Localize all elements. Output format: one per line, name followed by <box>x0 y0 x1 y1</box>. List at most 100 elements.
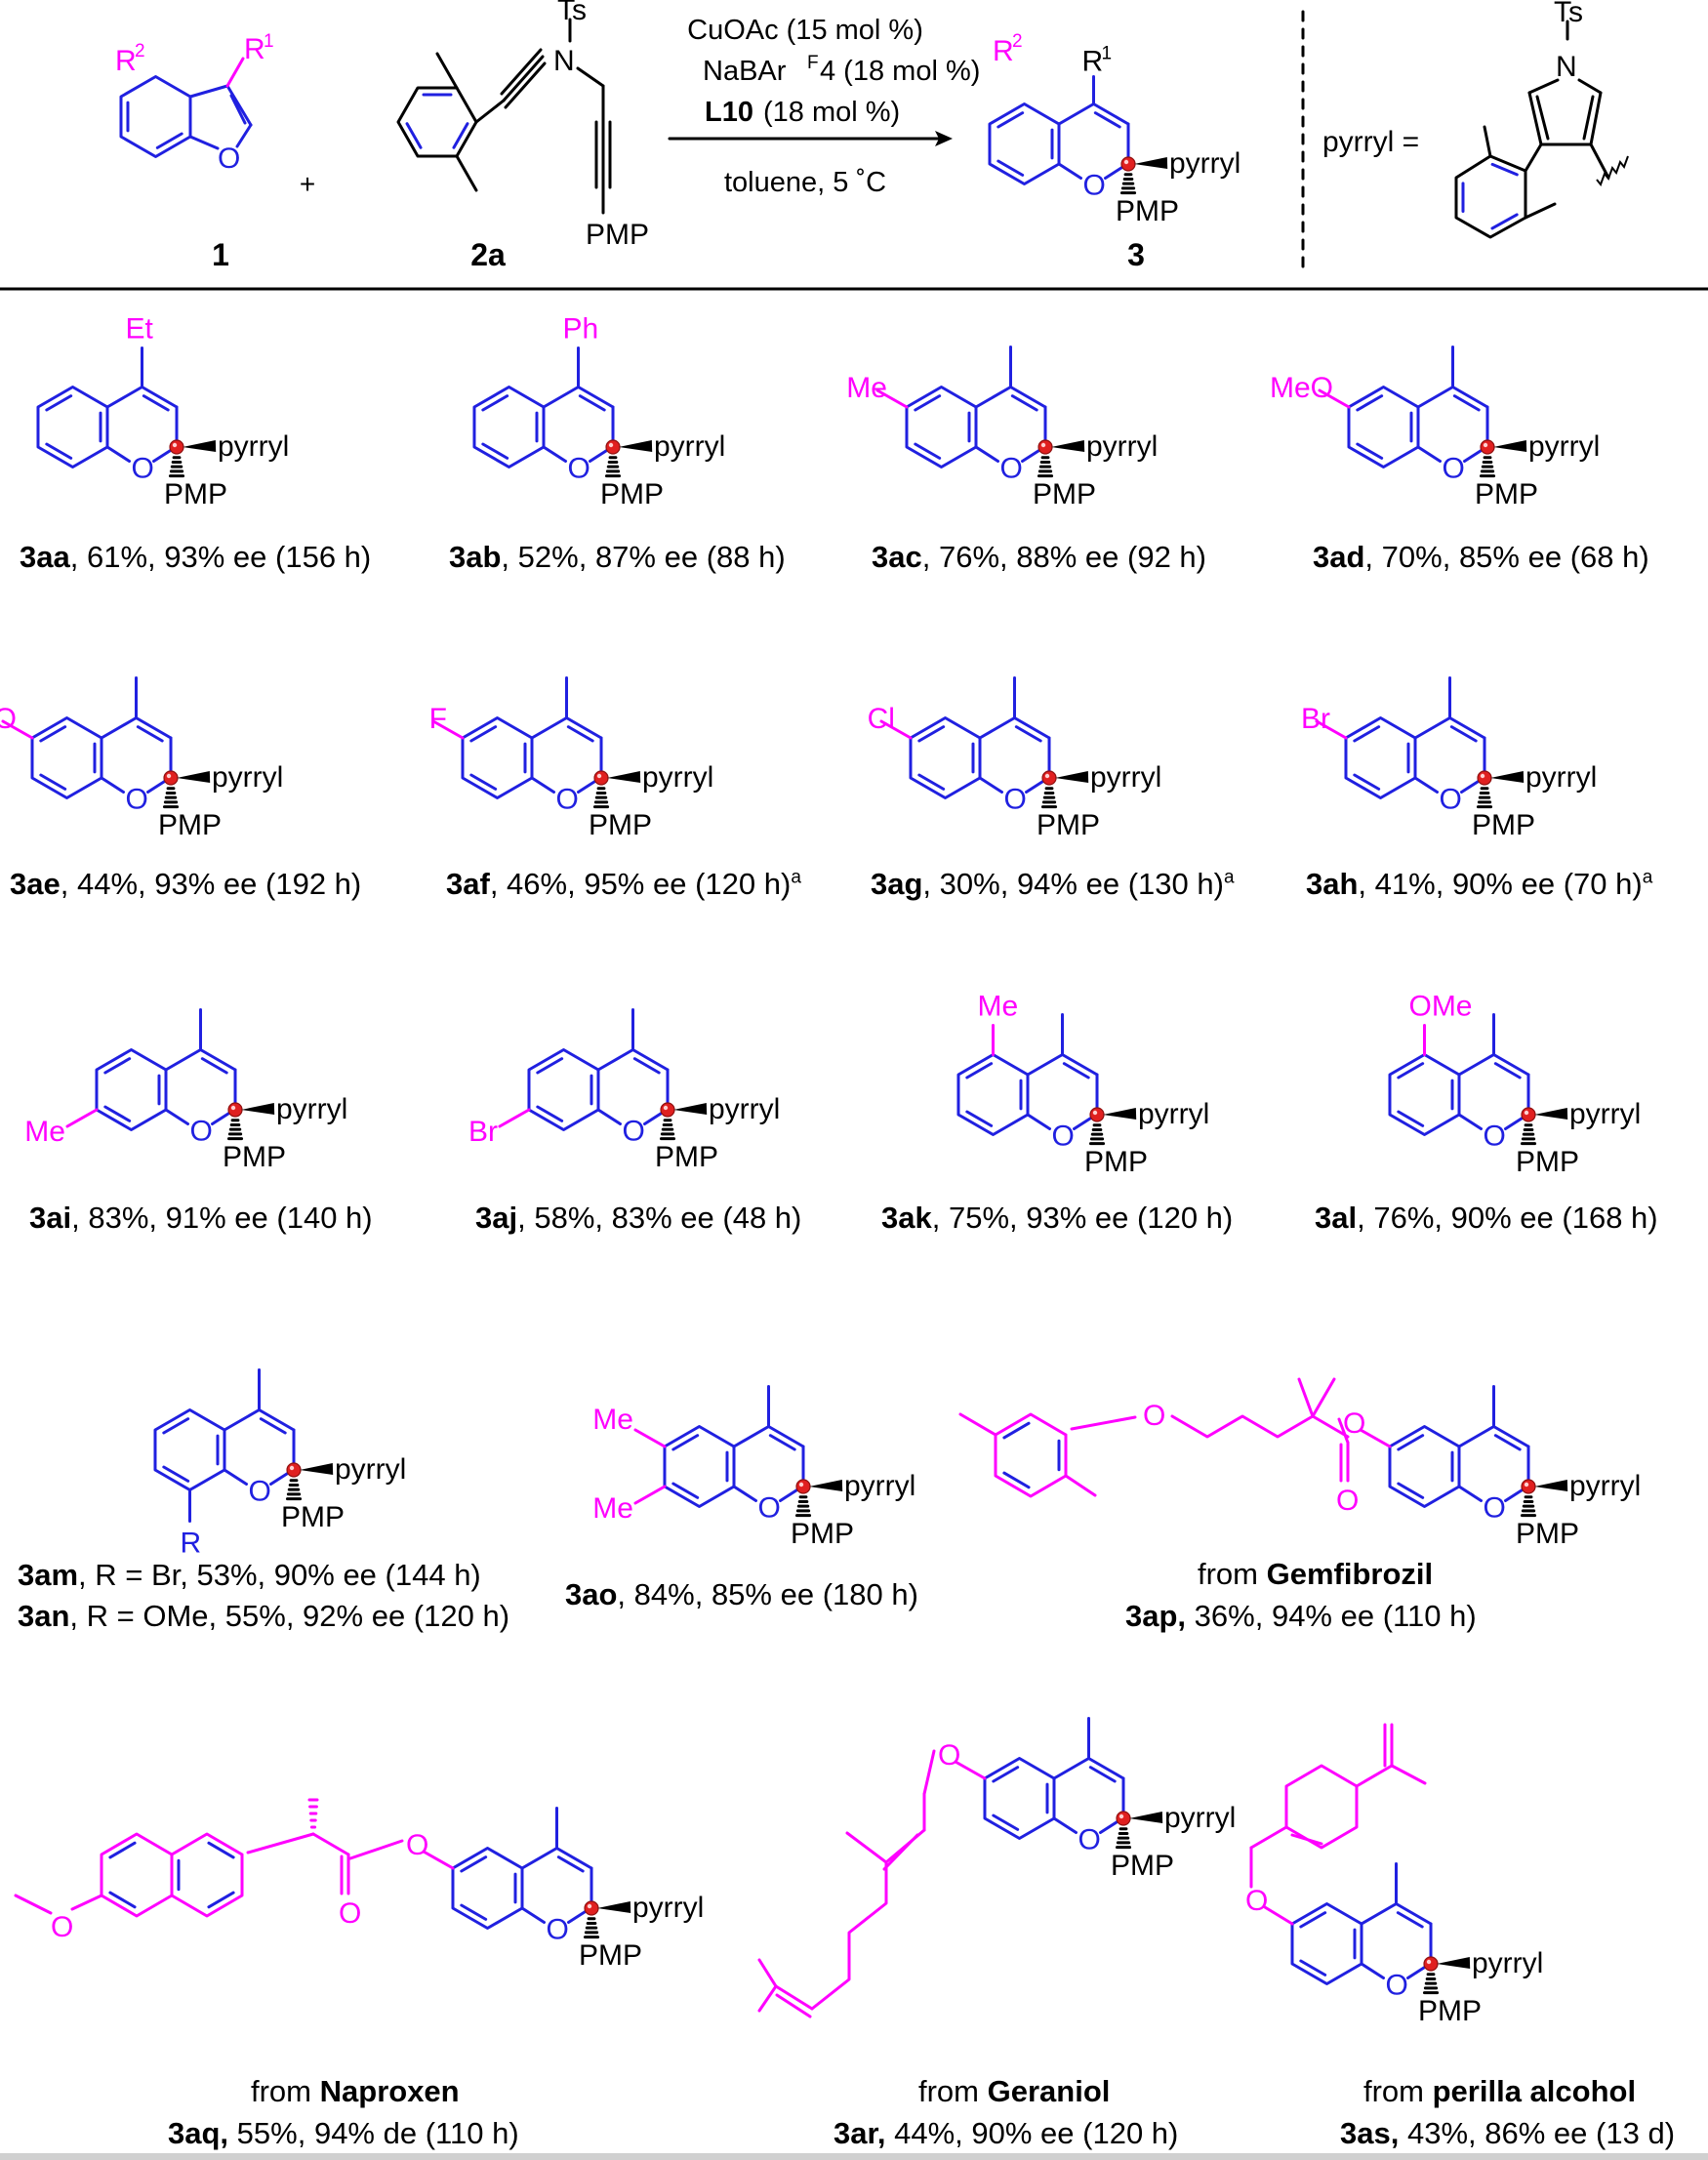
pyrrole-bond <box>1589 91 1603 146</box>
pyran-bond <box>530 776 556 794</box>
double-bond <box>1014 725 1042 743</box>
pyran-bond <box>1460 778 1483 794</box>
aryl-ring <box>994 1412 1068 1498</box>
wedge-bond <box>300 1463 334 1475</box>
pyran-bond <box>1009 386 1047 409</box>
pyran-bond <box>100 776 126 794</box>
substituent-label: Br <box>1301 703 1330 735</box>
pyran-bond <box>1360 1902 1399 1926</box>
wedge-bond <box>177 771 211 783</box>
pyran-bond <box>567 1908 590 1924</box>
pyran-bond <box>1025 778 1047 794</box>
substituent-label: Me <box>24 1116 65 1148</box>
pyran-bond <box>779 1487 801 1502</box>
pmp-label: PMP <box>1472 809 1535 841</box>
pyran-bond <box>164 1048 203 1072</box>
ester-bond <box>1359 1428 1392 1448</box>
stereocenter-marker <box>1477 770 1492 786</box>
r1-superscript: 1 <box>1102 44 1113 64</box>
benzene-ring <box>527 1048 600 1131</box>
wavy-attachment <box>1596 155 1629 187</box>
reactant-1-label: 1 <box>212 237 229 272</box>
pyran-bond <box>974 386 1013 409</box>
stereocenter-marker <box>1480 439 1495 455</box>
methyl-bond <box>958 1412 997 1437</box>
double-bond <box>45 442 73 460</box>
caption-3aq: 3aq, 55%, 94% de (110 h) <box>168 2116 519 2150</box>
pyran-bond <box>152 447 175 463</box>
ring-oxygen-label: O <box>1440 784 1462 816</box>
stereocenter-highlight <box>596 773 602 779</box>
pmp-label: PMP <box>1418 1995 1482 2027</box>
pyran-bond <box>1026 1053 1065 1077</box>
naphthalene-ring <box>170 1832 244 1918</box>
reactant-2a-label: 2a <box>470 237 506 272</box>
double-bond <box>996 159 1025 177</box>
substituent-label: Br <box>468 1116 498 1148</box>
benzene-ring <box>988 102 1061 185</box>
stereocenter-marker <box>1089 1107 1105 1122</box>
geranyl-chain <box>757 1984 778 2013</box>
caption-3ak: 3ak, 75%, 93% ee (120 h) <box>881 1201 1234 1235</box>
double-bond <box>992 1814 1020 1831</box>
double-bond <box>1010 394 1038 412</box>
double-bond <box>452 122 469 149</box>
pyran-bond <box>223 1468 249 1486</box>
pyrryl-label: pyrryl <box>1090 761 1161 794</box>
pyran-bond <box>1457 1485 1484 1502</box>
pyran-bond <box>1092 102 1130 126</box>
pyran-bond <box>1021 447 1043 463</box>
substituent-bond <box>1318 388 1351 409</box>
pyrryl-ts-label: Ts <box>1554 0 1583 28</box>
ts-label: Ts <box>557 0 587 26</box>
product-3-label: 3 <box>1127 237 1145 272</box>
double-bond <box>1396 1911 1424 1929</box>
ring-oxygen-label: O <box>623 1116 645 1148</box>
double-bond <box>1490 213 1519 230</box>
ring-double <box>1290 1833 1323 1846</box>
stereocenter-highlight <box>1118 1814 1124 1819</box>
caption-3as: 3as, 43%, 86% ee (13 d) <box>1340 2116 1676 2150</box>
pmp-label: PMP <box>1033 478 1096 510</box>
double-bond <box>1397 1482 1425 1499</box>
substituent-label: Cl <box>868 703 895 735</box>
r1-label: R <box>244 33 265 65</box>
n-ch2-bond <box>576 66 605 88</box>
pyran-bond <box>1057 102 1096 126</box>
pyran-bond <box>1457 1425 1496 1448</box>
pyrryl-label: pyrryl <box>1569 1098 1641 1130</box>
pyran-bond <box>100 716 139 740</box>
pyran-bond <box>1448 716 1486 740</box>
alkyne-bond <box>504 61 547 109</box>
stereocenter-marker <box>169 439 184 455</box>
geranyl-chain <box>810 1860 888 2011</box>
ester-bond <box>422 1850 455 1870</box>
wedge-bond <box>809 1480 843 1491</box>
stereocenter-highlight <box>1044 773 1050 779</box>
pyran-bond <box>211 1110 233 1125</box>
ring-bond <box>1249 1825 1288 1850</box>
pyran-bond <box>520 1847 559 1870</box>
ring-oxygen-label: O <box>190 1116 213 1148</box>
double-bond <box>405 122 423 149</box>
double-bond <box>1093 111 1121 129</box>
substituent-bond <box>498 1108 531 1128</box>
benzene-ring <box>909 716 982 799</box>
substituent-label: F <box>429 703 447 735</box>
pyran-bond <box>1451 386 1489 409</box>
double-bond <box>1002 1471 1031 1489</box>
isopropenyl-methyl <box>1390 1764 1427 1785</box>
pyran-bond <box>577 778 599 794</box>
pmp-label: PMP <box>1037 809 1100 841</box>
ring-oxygen-label: O <box>1000 453 1023 485</box>
pyran-bond <box>732 1425 771 1448</box>
wedge-bond <box>1493 440 1527 452</box>
substituent-bond <box>633 1428 667 1448</box>
pyran-bond <box>1099 1818 1121 1834</box>
pmp-label: PMP <box>600 478 664 510</box>
ring-oxygen-label: O <box>1484 1492 1506 1525</box>
pyrrole-bond <box>1527 78 1560 95</box>
pyrryl-label: pyrryl <box>1528 430 1600 463</box>
pyran-bond <box>1052 1757 1091 1780</box>
